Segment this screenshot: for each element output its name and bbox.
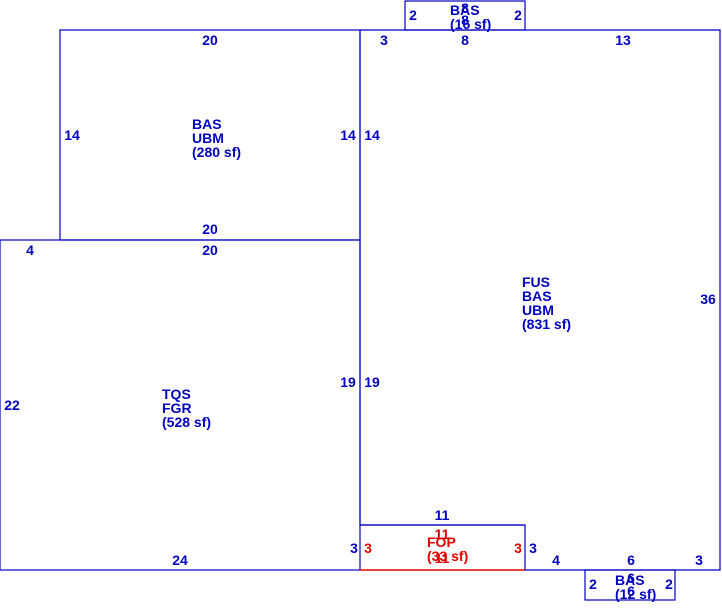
area-tqs-fgr: TQS FGR (528 sf) 4 20 22 19 24 3 <box>0 239 361 571</box>
dim-ubm-top: 20 <box>202 32 218 48</box>
dim-bottom-small-mid-2: 6 <box>627 583 635 599</box>
area-tqs-fgr-outline <box>0 239 361 571</box>
area-fus-label-3: UBM <box>522 302 554 318</box>
dim-fop-top: 11 <box>435 507 450 523</box>
area-fus-label-4: (831 sf) <box>522 316 571 332</box>
area-bas-bottom-small-label-2: (12 sf) <box>615 586 656 602</box>
area-fop-label-2: (33 sf) <box>427 548 468 564</box>
dim-fus-top-right: 13 <box>615 32 631 48</box>
dim-bottom-small-mid: 6 <box>627 570 635 586</box>
dim-bottom-small-left: 2 <box>589 576 597 592</box>
area-fop-label-1: FOP <box>427 534 456 550</box>
area-tqs-label-3: (528 sf) <box>162 414 211 430</box>
dim-top-small-mid-2: 8 <box>461 12 469 28</box>
dim-fus-bottom-right-outer: 3 <box>529 540 537 556</box>
dim-fop-left: 3 <box>364 540 372 556</box>
dim-fus-bottom-c: 3 <box>695 552 703 568</box>
dim-ubm-left: 14 <box>64 127 80 143</box>
dim-ubm-bottom: 20 <box>202 221 218 237</box>
area-bas-ubm: BAS UBM (280 sf) 20 14 14 20 <box>59 29 361 241</box>
dim-tqs-bottom-right: 3 <box>350 540 358 556</box>
dim-ubm-right: 14 <box>340 127 356 143</box>
area-fus-bas-ubm: FUS BAS UBM (831 sf) 3 8 13 14 36 19 3 4… <box>359 29 721 571</box>
area-bas-ubm-label-1: BAS <box>192 116 222 132</box>
area-bas-ubm-label-3: (280 sf) <box>192 144 241 160</box>
dim-fus-bottom-a: 4 <box>552 552 560 568</box>
area-bas-top-small-label-2: (16 sf) <box>450 16 491 32</box>
dim-fop-bottom: 11 <box>435 550 450 566</box>
dim-tqs-top-left: 4 <box>26 242 34 258</box>
area-bas-ubm-label-2: UBM <box>192 130 224 146</box>
dim-top-small-mid: 8 <box>461 0 469 16</box>
dim-tqs-top: 20 <box>202 242 218 258</box>
dim-top-small-right: 2 <box>514 7 522 23</box>
dim-fop-right: 3 <box>514 540 522 556</box>
area-bas-bottom-small-label-1: BAS <box>615 572 645 588</box>
dim-top-small-left: 2 <box>409 7 417 23</box>
dim-fop-top-inner: 11 <box>435 526 450 542</box>
dim-fus-right: 36 <box>700 291 716 307</box>
area-fus-label-2: BAS <box>522 288 552 304</box>
area-bas-top-small-label-1: BAS <box>450 2 480 18</box>
area-bas-bottom-small: BAS (12 sf) 2 2 6 6 <box>584 569 676 602</box>
dim-fus-top-left: 3 <box>380 32 388 48</box>
dim-tqs-right: 19 <box>340 374 356 390</box>
dim-tqs-left: 22 <box>4 397 20 413</box>
dim-fus-left-lower: 19 <box>364 374 380 390</box>
dim-fus-left-upper: 14 <box>364 127 380 143</box>
area-tqs-label-2: FGR <box>162 400 192 416</box>
dim-fus-top-mid: 8 <box>461 32 469 48</box>
area-bas-bottom-small-outline <box>584 569 676 601</box>
area-tqs-label-1: TQS <box>162 386 191 402</box>
area-fus-label-1: FUS <box>522 274 550 290</box>
area-fop: 11 11 FOP (33 sf) 11 3 3 <box>360 507 525 571</box>
dim-fus-bottom-b: 6 <box>627 552 635 568</box>
dim-bottom-small-right: 2 <box>665 576 673 592</box>
dim-tqs-bottom: 24 <box>172 552 188 568</box>
